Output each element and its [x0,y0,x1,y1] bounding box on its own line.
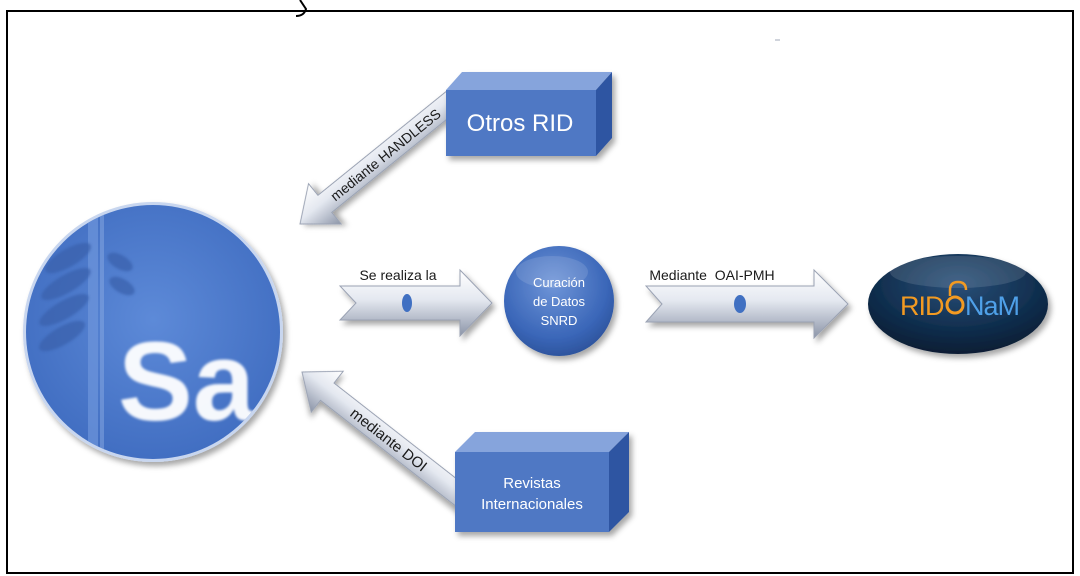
ridonam-logo: RID NaM [868,254,1048,354]
cropped-glyph [295,0,308,17]
node-revistas [455,432,629,532]
arrow-se-realiza [338,268,493,338]
open-lock-icon [945,280,968,315]
otros-rid-label: Otros RID [467,110,574,137]
sa-logo: Sa [23,202,283,462]
ridonam-part1: RID [900,291,944,321]
node-curacion [504,246,614,356]
curacion-line2: de Datos [533,294,586,309]
wheat-icon [39,242,135,352]
label-se-realiza: Se realiza la [359,267,436,283]
label-oai-pmh: Mediante OAI-PMH [649,267,774,283]
curacion-line3: SNRD [541,313,578,328]
arrow-oai-pmh [644,268,849,340]
revistas-line2: Internacionales [481,496,583,513]
node-otros-rid [446,72,612,156]
revistas-line1: Revistas [503,475,561,492]
sa-logo-text: Sa [118,319,256,444]
faint-mark [775,39,780,41]
ridonam-part2: NaM [965,291,1019,321]
curacion-line1: Curación [533,275,585,290]
